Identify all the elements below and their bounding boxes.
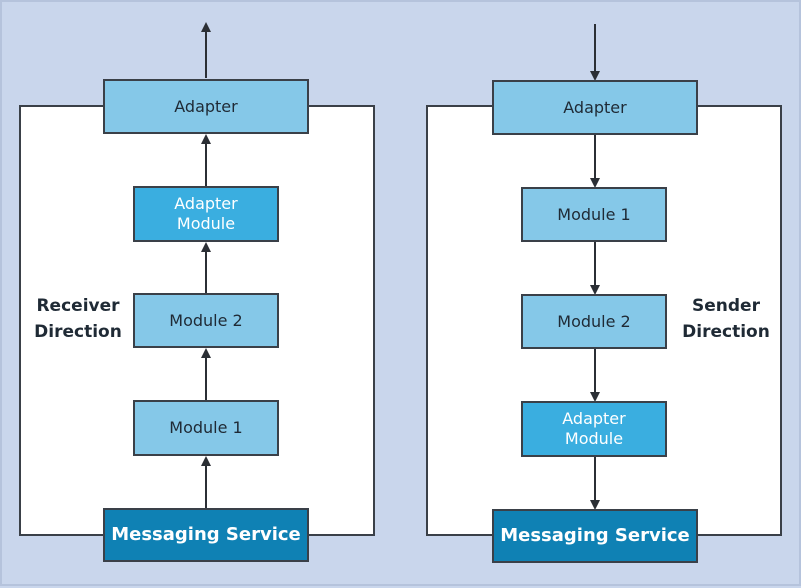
sender-module-2-box: Module 2: [521, 294, 667, 349]
receiver-adapter-box: Adapter: [103, 79, 309, 134]
receiver-module-2-box: Module 2: [133, 293, 279, 348]
sender-module-1-box: Module 1: [521, 187, 667, 242]
sender-adapter-module-box: Adapter Module: [521, 401, 667, 457]
receiver-direction-label: Receiver Direction: [34, 296, 122, 342]
sender-messaging-service-box: Messaging Service: [492, 509, 698, 563]
sender-direction-label: Sender Direction: [682, 296, 770, 342]
receiver-adapter-module-box: Adapter Module: [133, 186, 279, 242]
receiver-messaging-service-box: Messaging Service: [103, 508, 309, 562]
receiver-module-1-box: Module 1: [133, 400, 279, 456]
sender-adapter-box: Adapter: [492, 80, 698, 135]
